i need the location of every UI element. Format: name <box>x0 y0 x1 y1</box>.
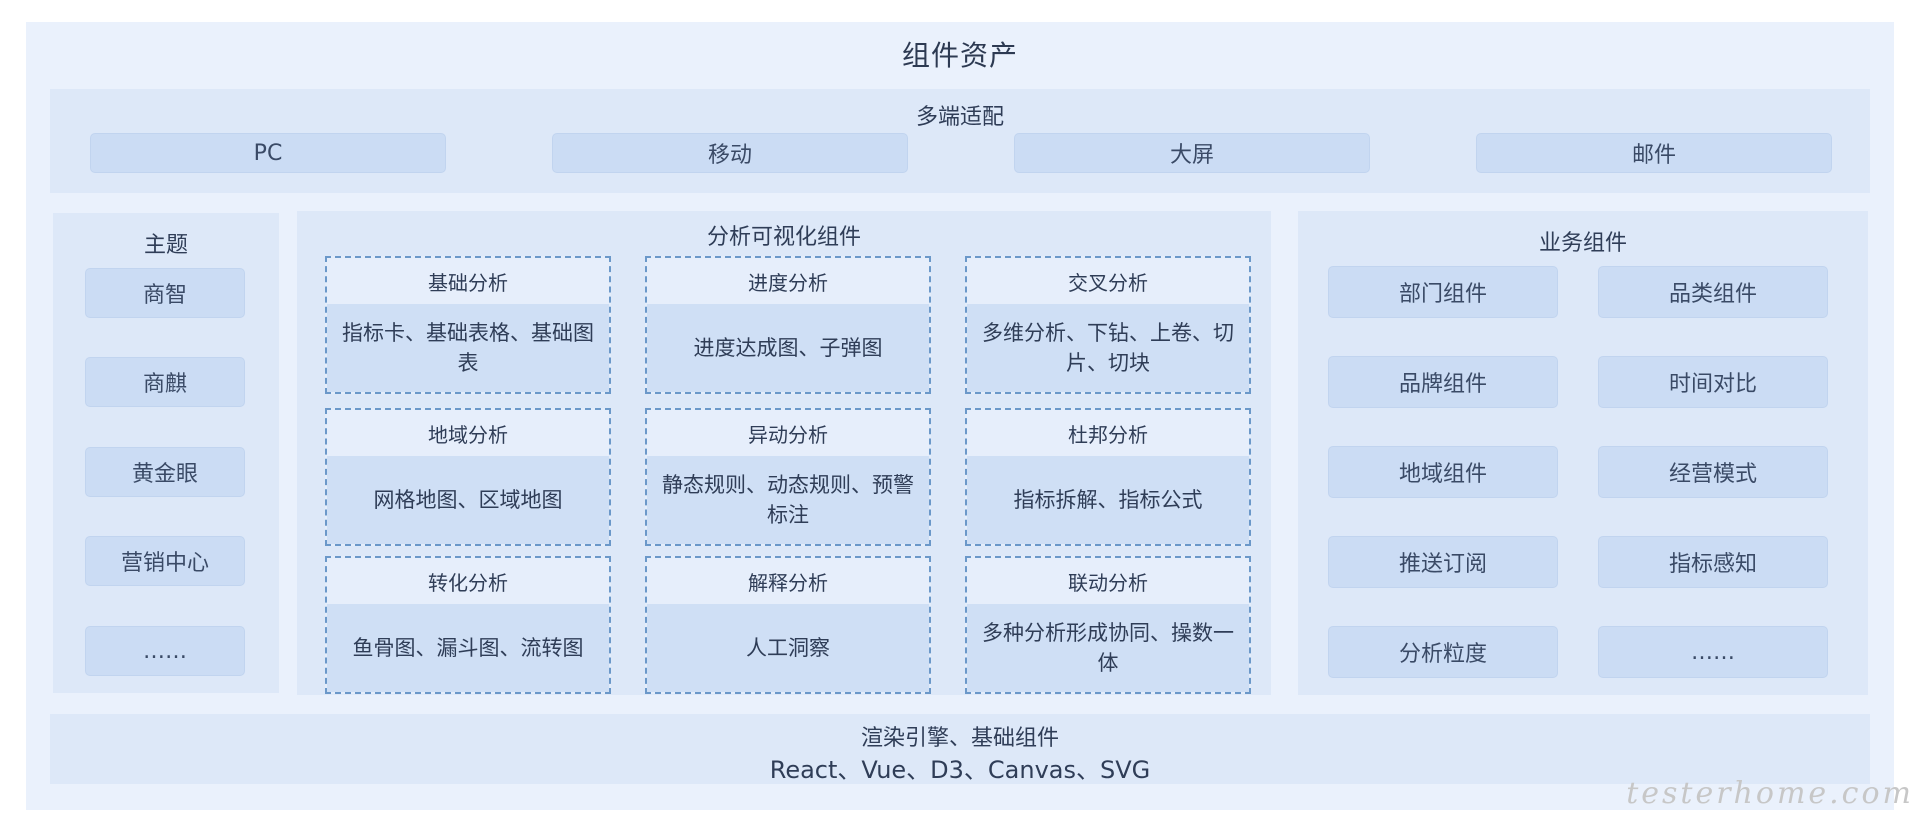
multi-end-title: 多端适配 <box>915 105 1004 130</box>
analysis-card: 地域分析 网格地图、区域地图 <box>325 408 611 546</box>
analysis-card: 进度分析 进度达成图、子弹图 <box>645 256 931 394</box>
card-heading: 进度分析 <box>647 258 929 304</box>
card-heading: 基础分析 <box>327 258 609 304</box>
business-item: 经营模式 <box>1598 446 1828 498</box>
analysis-panel: 分析可视化组件 基础分析 指标卡、基础表格、基础图表 进度分析 进度达成图、子弹… <box>297 211 1271 695</box>
theme-item: 黄金眼 <box>85 447 245 497</box>
card-content: 静态规则、动态规则、预警标注 <box>647 456 929 544</box>
card-content: 多种分析形成协同、操数一体 <box>967 604 1249 692</box>
platform-pc: PC <box>90 133 446 173</box>
analysis-card: 解释分析 人工洞察 <box>645 556 931 694</box>
diagram-title: 组件资产 <box>901 39 1018 72</box>
analysis-card: 转化分析 鱼骨图、漏斗图、流转图 <box>325 556 611 694</box>
theme-item: …… <box>85 626 245 676</box>
business-panel: 业务组件 部门组件 品类组件 品牌组件 时间对比 地域组件 经营模式 推送订阅 … <box>1298 211 1868 695</box>
card-heading: 杜邦分析 <box>967 410 1249 456</box>
business-item: 地域组件 <box>1328 446 1558 498</box>
card-heading: 地域分析 <box>327 410 609 456</box>
card-content: 网格地图、区域地图 <box>327 456 609 544</box>
analysis-title: 分析可视化组件 <box>706 225 861 250</box>
engine-tech-list: React、Vue、D3、Canvas、SVG <box>769 756 1151 784</box>
business-item: …… <box>1598 626 1828 678</box>
platform-big-screen: 大屏 <box>1014 133 1370 173</box>
analysis-card: 交叉分析 多维分析、下钻、上卷、切片、切块 <box>965 256 1251 394</box>
analysis-card: 联动分析 多种分析形成协同、操数一体 <box>965 556 1251 694</box>
card-heading: 解释分析 <box>647 558 929 604</box>
card-content: 多维分析、下钻、上卷、切片、切块 <box>967 304 1249 392</box>
watermark-text: testerhome.com <box>1626 776 1914 811</box>
business-title: 业务组件 <box>1538 231 1627 256</box>
theme-title: 主题 <box>143 233 188 258</box>
card-heading: 异动分析 <box>647 410 929 456</box>
business-item: 时间对比 <box>1598 356 1828 408</box>
theme-item: 商麒 <box>85 357 245 407</box>
analysis-card: 异动分析 静态规则、动态规则、预警标注 <box>645 408 931 546</box>
card-heading: 联动分析 <box>967 558 1249 604</box>
business-item: 品类组件 <box>1598 266 1828 318</box>
card-content: 指标卡、基础表格、基础图表 <box>327 304 609 392</box>
card-content: 进度达成图、子弹图 <box>647 304 929 392</box>
analysis-card: 基础分析 指标卡、基础表格、基础图表 <box>325 256 611 394</box>
card-content: 人工洞察 <box>647 604 929 692</box>
theme-panel: 主题 商智 商麒 黄金眼 营销中心 …… <box>53 213 279 693</box>
business-item: 品牌组件 <box>1328 356 1558 408</box>
component-assets-diagram: 组件资产 多端适配 PC 移动 大屏 邮件 主题 商智 商麒 黄金眼 营销中心 … <box>26 22 1894 810</box>
engine-title: 渲染引擎、基础组件 <box>860 726 1059 751</box>
theme-item: 营销中心 <box>85 536 245 586</box>
card-heading: 交叉分析 <box>967 258 1249 304</box>
card-content: 指标拆解、指标公式 <box>967 456 1249 544</box>
business-item: 推送订阅 <box>1328 536 1558 588</box>
engine-panel: 渲染引擎、基础组件 React、Vue、D3、Canvas、SVG <box>50 714 1870 784</box>
card-content: 鱼骨图、漏斗图、流转图 <box>327 604 609 692</box>
theme-item: 商智 <box>85 268 245 318</box>
platform-email: 邮件 <box>1476 133 1832 173</box>
analysis-card: 杜邦分析 指标拆解、指标公式 <box>965 408 1251 546</box>
business-item: 分析粒度 <box>1328 626 1558 678</box>
business-item: 指标感知 <box>1598 536 1828 588</box>
card-heading: 转化分析 <box>327 558 609 604</box>
platform-mobile: 移动 <box>552 133 908 173</box>
multi-end-panel: 多端适配 PC 移动 大屏 邮件 <box>50 89 1870 193</box>
business-item: 部门组件 <box>1328 266 1558 318</box>
